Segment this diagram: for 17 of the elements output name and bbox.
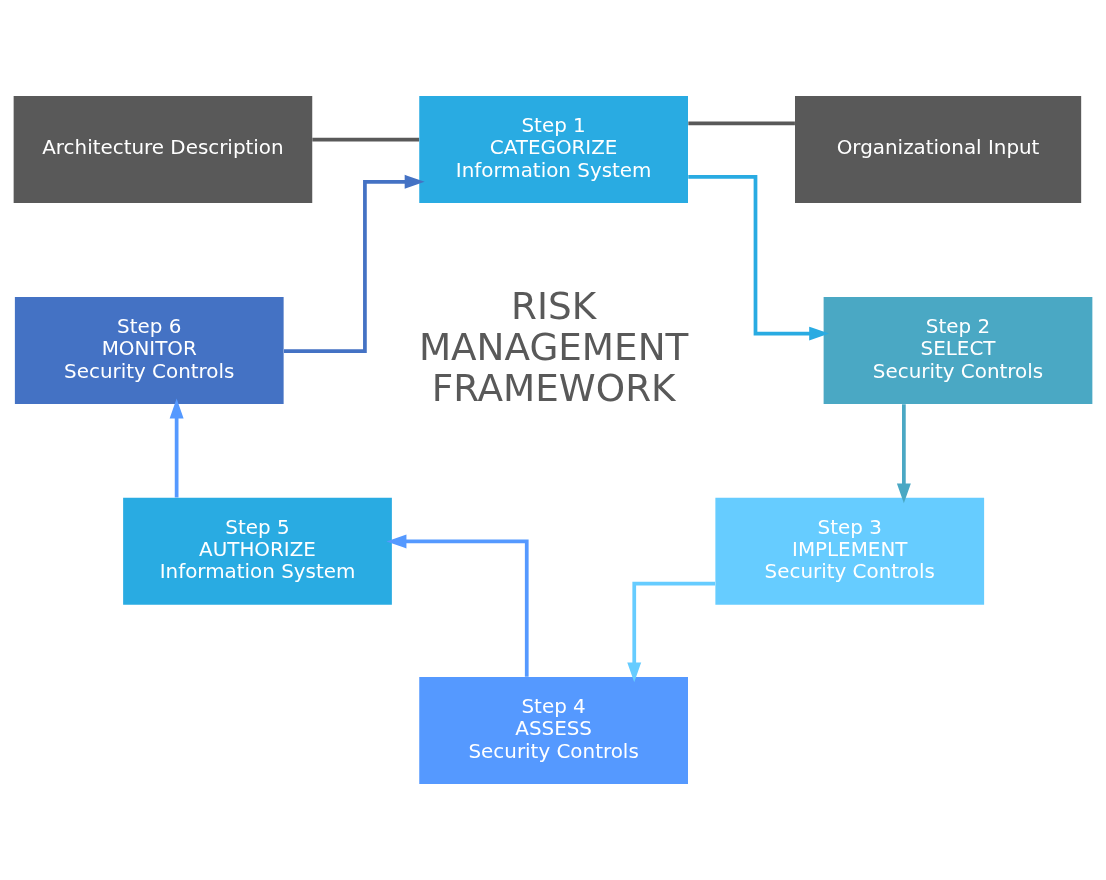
arrow	[386, 534, 529, 677]
node-box: Organizational Input	[795, 96, 1082, 203]
node-box: Step 1 CATEGORIZE Information System	[419, 96, 688, 203]
label: RISK MANAGEMENT FRAMEWORK	[418, 283, 689, 410]
connector	[312, 137, 420, 142]
arrow	[627, 581, 716, 683]
arrow	[896, 404, 911, 504]
node-box: Step 6 MONITOR Security Controls	[14, 296, 284, 404]
node-box: Step 2 SELECT Security Controls	[823, 296, 1093, 404]
arrow	[688, 175, 830, 341]
connector	[688, 121, 795, 126]
arrow	[284, 174, 425, 353]
node-box: Step 3 IMPLEMENT Security Controls	[715, 497, 985, 605]
node-box: Architecture Description	[13, 96, 313, 203]
node-box: Step 5 AUTHORIZE Information System	[123, 497, 392, 605]
node-box: Step 4 ASSESS Security Controls	[419, 677, 688, 784]
arrow	[169, 398, 184, 498]
